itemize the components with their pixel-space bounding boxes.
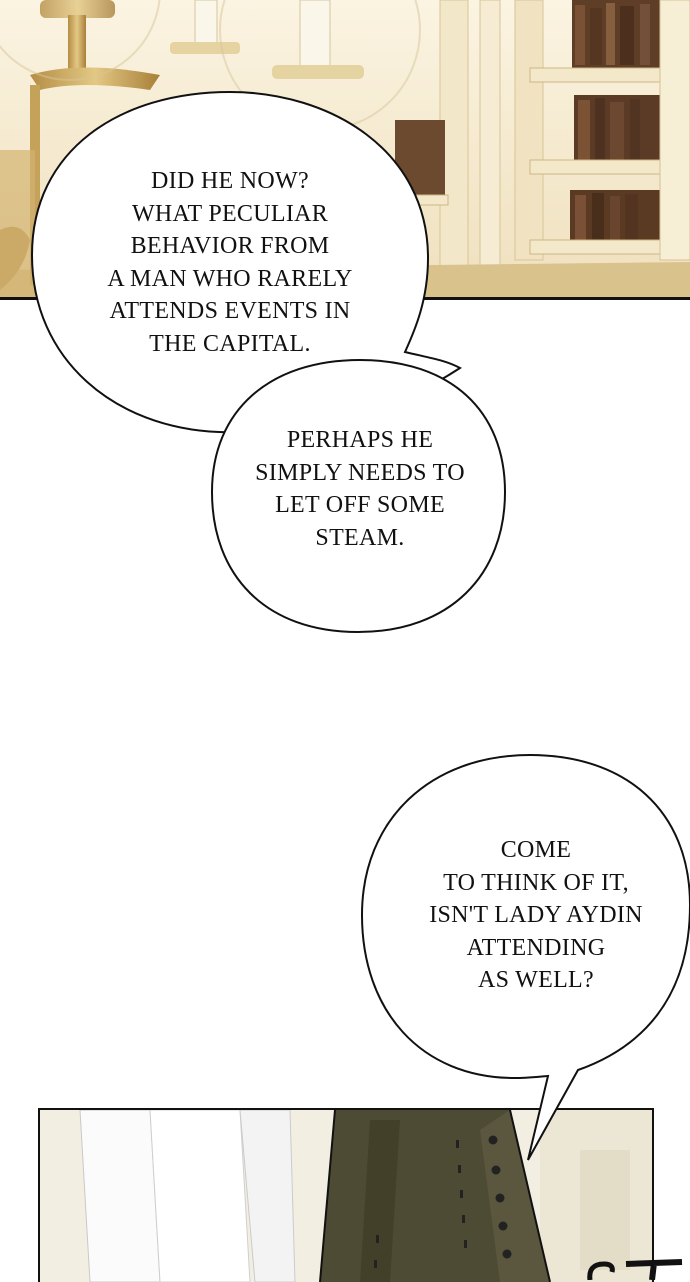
speech-bubble-2 [210, 358, 507, 634]
dialogue-line: COME [500, 837, 572, 863]
dialogue-line: A MAN WHO RARELY [107, 265, 353, 292]
bubble-2-text: PERHAPS HE SIMPLY NEEDS TO LET OFF SOME … [220, 424, 500, 554]
dialogue-line: THE CAPITAL. [149, 330, 311, 357]
dialogue-line: DID HE NOW? [151, 168, 309, 194]
dialogue-line: TO THINK OF IT, [443, 869, 629, 896]
dialogue-line: PERHAPS HE [286, 427, 434, 453]
dialogue-line: SIMPLY NEEDS TO [255, 459, 465, 486]
dialogue-line: AS WELL? [478, 967, 594, 993]
dialogue-line: ATTENDS EVENTS IN [109, 298, 351, 324]
bookshelf [529, 0, 690, 261]
coat-illustration [40, 1110, 652, 1282]
bubble-1-text: DID HE NOW? WHAT PECULIAR BEHAVIOR FROM … [80, 165, 380, 360]
dialogue-line: STEAM. [315, 524, 405, 551]
bubble-3-text: COME TO THINK OF IT, ISN'T LADY AYDIN AT… [396, 834, 676, 997]
bottom-panel-coat [38, 1108, 654, 1282]
sfx-fragment [582, 1258, 690, 1280]
dialogue-line: WHAT PECULIAR [131, 200, 329, 227]
dialogue-line: LET OFF SOME [275, 492, 445, 518]
candelabra [0, 0, 421, 300]
dialogue-line: ATTENDING [466, 934, 606, 961]
speech-bubble-3 [360, 753, 690, 1161]
dialogue-line: BEHAVIOR FROM [130, 233, 330, 259]
dialogue-line: ISN'T LADY AYDIN [429, 902, 643, 928]
